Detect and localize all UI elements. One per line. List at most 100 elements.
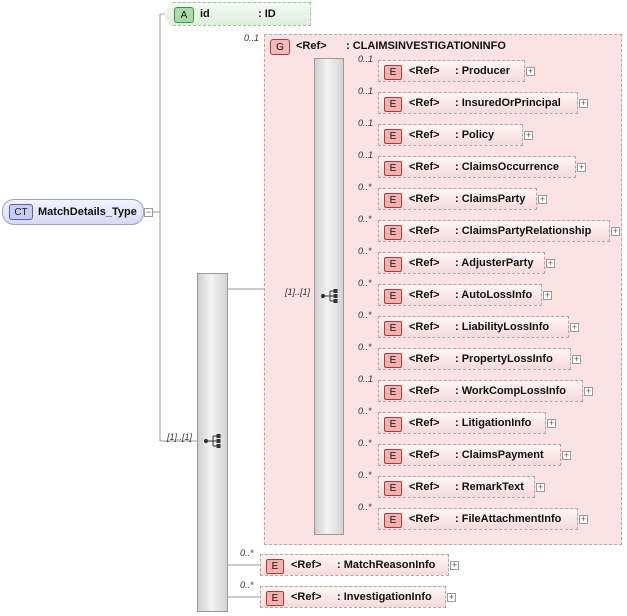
expand-icon[interactable]: + [570, 322, 579, 332]
element-ref: <Ref> [409, 449, 440, 461]
element-ref: <Ref> [409, 289, 440, 301]
element-node-fileattachmentinfo[interactable]: E <Ref> : FileAttachmentInfo [378, 508, 578, 530]
element-ref: <Ref> [409, 129, 440, 141]
element-badge: E [384, 225, 402, 240]
element-name: : LiabilityLossInfo [455, 321, 550, 333]
element-node-litigationinfo[interactable]: E <Ref> : LitigationInfo [378, 412, 546, 434]
group-cardinality: 0..1 [244, 33, 260, 43]
element-name: : ClaimsParty [455, 193, 526, 205]
expand-icon[interactable]: + [562, 450, 571, 460]
element-cardinality: 0..* [240, 580, 254, 590]
element-badge: E [384, 513, 402, 528]
expand-icon[interactable]: + [546, 258, 555, 268]
element-name: : ClaimsOccurrence [455, 161, 559, 173]
element-node-claimsparty[interactable]: E <Ref> : ClaimsParty [378, 188, 537, 210]
sequence-icon [203, 434, 221, 448]
element-badge: E [384, 65, 402, 80]
element-name: : PropertyLossInfo [455, 353, 553, 365]
element-ref: <Ref> [409, 257, 440, 269]
expand-icon[interactable]: + [547, 418, 556, 428]
element-badge: E [384, 353, 402, 368]
element-badge: E [384, 257, 402, 272]
element-cardinality: 0..* [240, 548, 254, 558]
complex-type-node[interactable]: CT MatchDetails_Type [2, 199, 144, 225]
element-name: : ClaimsPartyRelationship [455, 225, 592, 237]
element-badge: E [384, 385, 402, 400]
expand-icon[interactable]: + [577, 162, 586, 172]
collapse-toggle-icon[interactable]: − [144, 207, 153, 217]
element-node-insuredorprincipal[interactable]: E<Ref>: InsuredOrPrincipal [378, 92, 578, 114]
element-cardinality: 0..* [358, 310, 372, 320]
element-ref: <Ref> [409, 97, 440, 109]
element-node-matchreasoninfo[interactable]: E<Ref>: MatchReasonInfo [260, 554, 449, 576]
element-cardinality: 0..* [358, 502, 372, 512]
inner-sequence-cardinality: [1]..[1] [285, 287, 311, 297]
element-badge: E [384, 417, 402, 432]
element-node-liabilitylossinfo[interactable]: E <Ref> : LiabilityLossInfo [378, 316, 569, 338]
element-cardinality: 0..* [358, 246, 372, 256]
element-name: : Policy [455, 129, 495, 141]
element-badge: E [384, 129, 402, 144]
expand-icon[interactable]: + [524, 130, 533, 140]
element-cardinality: 0..1 [358, 150, 374, 160]
expand-icon[interactable]: + [538, 194, 547, 204]
element-ref: <Ref> [409, 513, 440, 525]
element-badge: E [266, 591, 284, 606]
element-ref: <Ref> [409, 321, 440, 333]
element-ref: <Ref> [409, 481, 440, 493]
sequence-icon [320, 289, 338, 303]
element-badge: E [384, 97, 402, 112]
element-node-investigationinfo[interactable]: E<Ref>: InvestigationInfo [260, 586, 446, 608]
expand-icon[interactable]: + [450, 560, 459, 570]
element-ref: <Ref> [409, 225, 440, 237]
element-name: : RemarkText [455, 481, 524, 493]
element-node-remarktext[interactable]: E<Ref>: RemarkText [378, 476, 535, 498]
element-cardinality: 0..* [358, 406, 372, 416]
attribute-badge: A [174, 7, 194, 23]
element-cardinality: 0..* [358, 278, 372, 288]
element-name: : Producer [455, 65, 511, 77]
expand-icon[interactable]: + [543, 290, 552, 300]
element-name: : ClaimsPayment [455, 449, 544, 461]
element-node-claimsoccurrence[interactable]: E<Ref>: ClaimsOccurrence [378, 156, 576, 178]
element-cardinality: 0..1 [358, 54, 374, 64]
element-node-adjusterparty[interactable]: E<Ref>: AdjusterParty [378, 252, 545, 274]
element-cardinality: 0..1 [358, 86, 374, 96]
expand-icon[interactable]: + [579, 514, 588, 524]
element-node-policy[interactable]: E <Ref> : Policy [378, 124, 523, 146]
element-node-workcomplossinfo[interactable]: E<Ref>: WorkCompLossInfo [378, 380, 583, 402]
element-name: : MatchReasonInfo [337, 559, 436, 571]
element-node-claimspartyrelationship[interactable]: E <Ref> : ClaimsPartyRelationship [378, 220, 610, 242]
element-badge: E [384, 193, 402, 208]
element-ref: <Ref> [291, 591, 322, 603]
element-cardinality: 0..* [358, 214, 372, 224]
element-ref: <Ref> [409, 161, 440, 173]
expand-icon[interactable]: + [447, 592, 456, 602]
attribute-node[interactable]: A id : ID [163, 2, 311, 26]
element-cardinality: 0..* [358, 342, 372, 352]
element-ref: <Ref> [409, 417, 440, 429]
expand-icon[interactable]: + [536, 482, 545, 492]
element-cardinality: 0..1 [358, 118, 374, 128]
element-cardinality: 0..* [358, 438, 372, 448]
element-badge: E [384, 321, 402, 336]
element-name: : WorkCompLossInfo [455, 385, 567, 397]
expand-icon[interactable]: + [611, 226, 620, 236]
element-node-propertylossinfo[interactable]: E<Ref>: PropertyLossInfo [378, 348, 571, 370]
expand-icon[interactable]: + [584, 386, 593, 396]
element-name: : FileAttachmentInfo [455, 513, 562, 525]
element-ref: <Ref> [409, 193, 440, 205]
expand-icon[interactable]: + [579, 98, 588, 108]
element-node-autolossinfo[interactable]: E<Ref>: AutoLossInfo [378, 284, 542, 306]
element-name: : LitigationInfo [455, 417, 532, 429]
attribute-type: : ID [258, 8, 276, 20]
expand-icon[interactable]: + [526, 66, 535, 76]
expand-icon[interactable]: + [572, 354, 581, 364]
complex-type-name: MatchDetails_Type [38, 206, 137, 218]
element-badge: E [266, 559, 284, 574]
element-node-claimspayment[interactable]: E <Ref> : ClaimsPayment [378, 444, 561, 466]
element-badge: E [384, 289, 402, 304]
element-badge: E [384, 449, 402, 464]
element-node-producer[interactable]: E<Ref>: Producer [378, 60, 525, 82]
group-ref: <Ref> [296, 40, 327, 52]
